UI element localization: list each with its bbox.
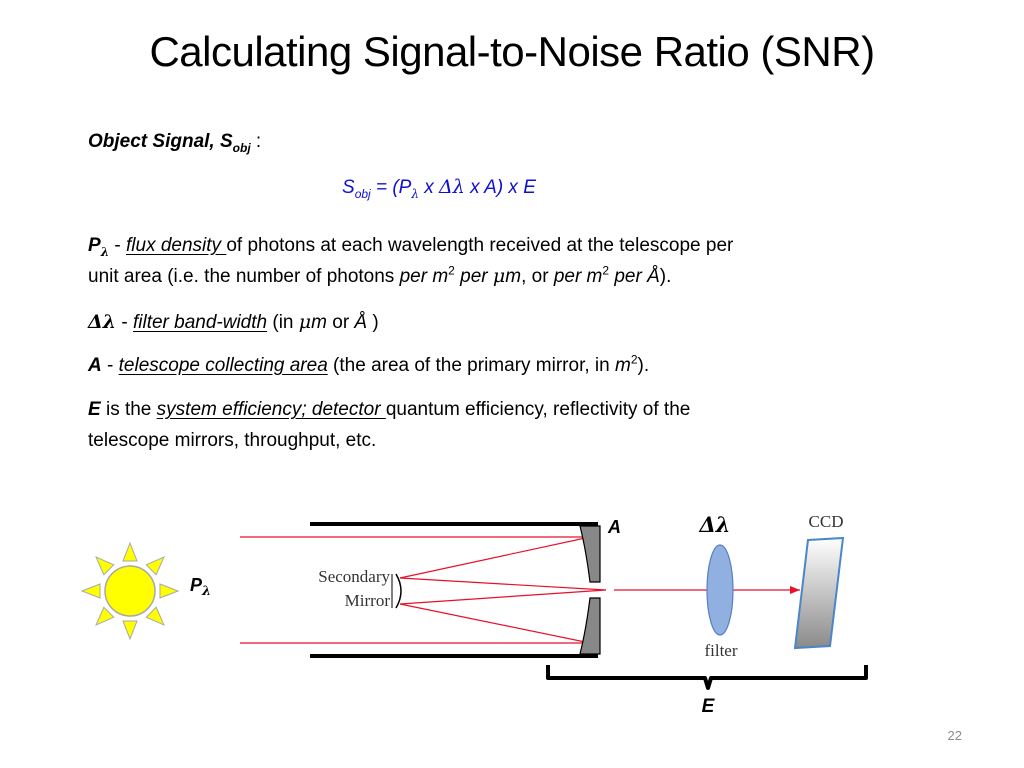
object-signal-heading: Object Signal, Sobj : <box>88 131 262 155</box>
telescope-diagram: Pλ Secondary Mirror A Δλ filter CCD E <box>80 512 868 717</box>
a-definition: A - telescope collecting area (the area … <box>88 352 650 376</box>
diagram-p-label: Pλ <box>190 575 211 599</box>
sun-ray <box>159 583 180 599</box>
diagram-a-label: A <box>607 517 621 537</box>
diagram-e-label: E <box>702 696 716 717</box>
secondary-mirror-label-2: Mirror <box>345 591 391 610</box>
p-lambda-definition: Pλ - flux density of photons at each wav… <box>88 235 734 287</box>
sun-ray <box>80 583 101 599</box>
sun-ray <box>95 606 115 626</box>
slide-title: Calculating Signal-to-Noise Ratio (SNR) <box>149 28 875 75</box>
page-number: 22 <box>947 728 962 743</box>
snr-equation: Sobj = (Pλ x Δλ x A) x E <box>342 176 536 201</box>
ccd-detector <box>793 536 845 650</box>
filter-lens <box>706 544 734 636</box>
sun-ray <box>95 556 115 576</box>
efficiency-bracket <box>546 665 868 690</box>
filter-label: filter <box>704 641 737 660</box>
primary-mirror-top <box>579 525 601 583</box>
e-definition: E is the system efficiency; detector qua… <box>88 399 691 451</box>
sun-ray <box>122 541 138 562</box>
sun-ray <box>122 620 138 641</box>
ccd-label: CCD <box>809 512 844 531</box>
sun-ray <box>145 606 165 626</box>
delta-lambda-definition: Δλ - filter band-width (in μm or Å ) <box>88 311 379 333</box>
primary-mirror-bottom <box>579 597 601 655</box>
diagram-delta-lambda-label: Δλ <box>698 512 730 537</box>
secondary-mirror <box>395 573 402 609</box>
secondary-mirror-label-1: Secondary <box>318 567 390 586</box>
sun-icon <box>80 541 180 641</box>
sun-ray <box>145 556 165 576</box>
